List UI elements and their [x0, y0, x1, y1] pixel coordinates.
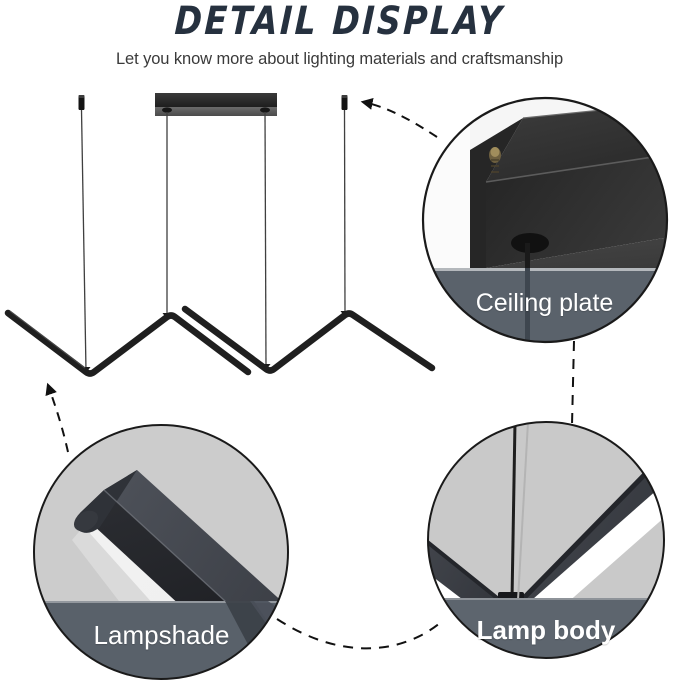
body-suspension-cable	[510, 422, 517, 601]
page-header: DETAIL DISPLAY Let you know more about l…	[0, 0, 679, 69]
suspension-cables	[80, 109, 346, 372]
cable-top-fitting-left	[78, 95, 85, 110]
ceiling-plate-bar	[155, 93, 277, 116]
lamp-wave-rear	[4, 309, 252, 377]
cable-4	[343, 109, 346, 315]
cable-top-fitting-right	[341, 95, 348, 110]
arrow-to-wave-valley	[45, 382, 69, 453]
cable-3	[264, 111, 267, 369]
callout-lamp-body[interactable]	[395, 418, 679, 678]
page-subtitle: Let you know more about lighting materia…	[115, 50, 564, 68]
callout-ceiling-plate[interactable]	[421, 96, 679, 353]
label-band-lampbody	[428, 598, 664, 658]
body-led-glow	[428, 452, 664, 629]
callout-lampshade[interactable]	[33, 424, 330, 689]
cable-1	[80, 109, 87, 372]
mounting-screw-icon	[489, 147, 501, 173]
link-lampshade-to-body	[276, 618, 441, 650]
lamp-wave-front	[181, 305, 436, 374]
arrow-to-cable-top	[360, 98, 438, 138]
lamp-diagram	[4, 93, 436, 377]
link-ceiling-to-body	[571, 340, 575, 426]
detail-cable-lower	[525, 268, 530, 342]
lamp-wave-highlight	[9, 310, 86, 369]
callout-connectors	[45, 98, 575, 650]
